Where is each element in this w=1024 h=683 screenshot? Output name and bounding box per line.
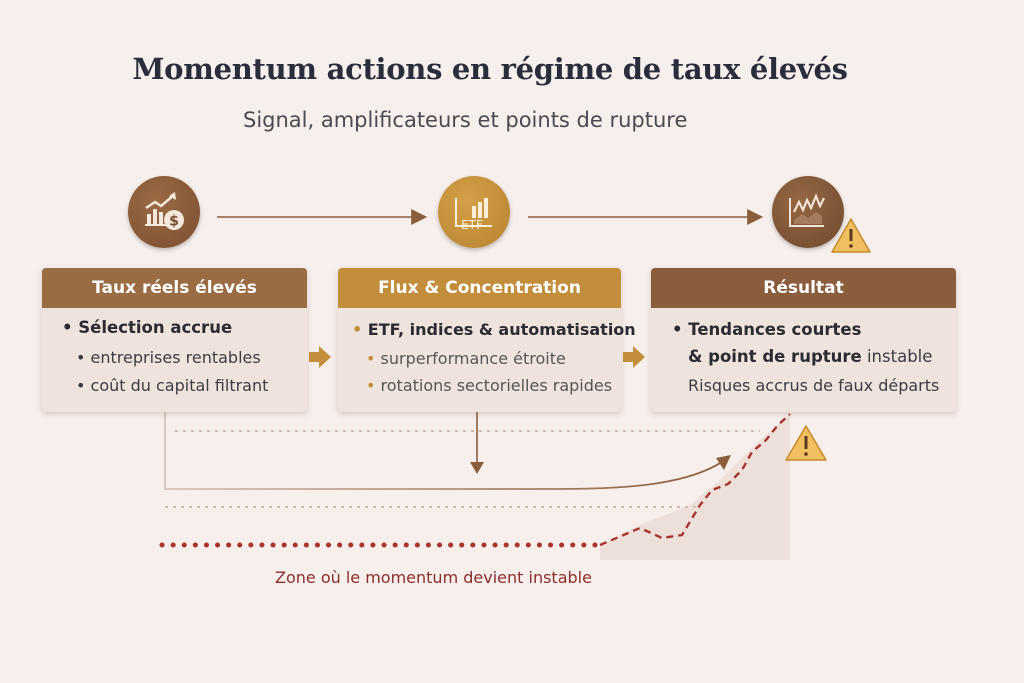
chart-dollar-icon: $ [128,176,200,248]
card-flux-concentration: Flux & Concentration [338,268,621,412]
card-header: Flux & Concentration [338,268,621,308]
card3-line3: Risques accrus de faux départs [688,376,940,395]
svg-text:$: $ [169,214,179,230]
card-taux-reels: Taux réels élevés [42,268,307,412]
chevron-right-icon [309,346,331,368]
etf-icon: ETF [438,176,510,248]
card3-line2: & point de rupture instable [688,347,933,366]
card-header: Résultat [651,268,956,308]
card2-sub1: • surperformance étroite [366,349,566,368]
zone-label: Zone où le momentum devient instable [275,568,592,587]
card-resultat: Résultat [651,268,956,412]
card-header: Taux réels élevés [42,268,307,308]
warning-icon [785,425,827,461]
etf-label: ETF [461,218,483,232]
chevron-right-icon [623,346,645,368]
page-subtitle: Signal, amplificateurs et points de rupt… [243,108,688,132]
card2-bullet: • ETF, indices & automatisation [352,320,636,339]
page-title: Momentum actions en régime de taux élevé… [132,52,848,86]
card2-sub2: • rotations sectorielles rapides [366,376,613,395]
card1-sub1: • entreprises rentables [76,348,261,367]
card3-bullet: • Tendances courtes [672,320,862,339]
momentum-breakout-line [599,413,791,547]
card1-sub2: • coût du capital filtrant [76,376,269,395]
volatile-chart-warning-icon [772,176,844,248]
path-card1-to-zone [164,412,723,490]
warning-icon [831,218,871,253]
arrow-down-icon [470,462,484,474]
curve-arrow-head [716,455,731,470]
instability-shading [600,414,790,560]
card1-bullet: • Sélection accrue [62,318,233,337]
